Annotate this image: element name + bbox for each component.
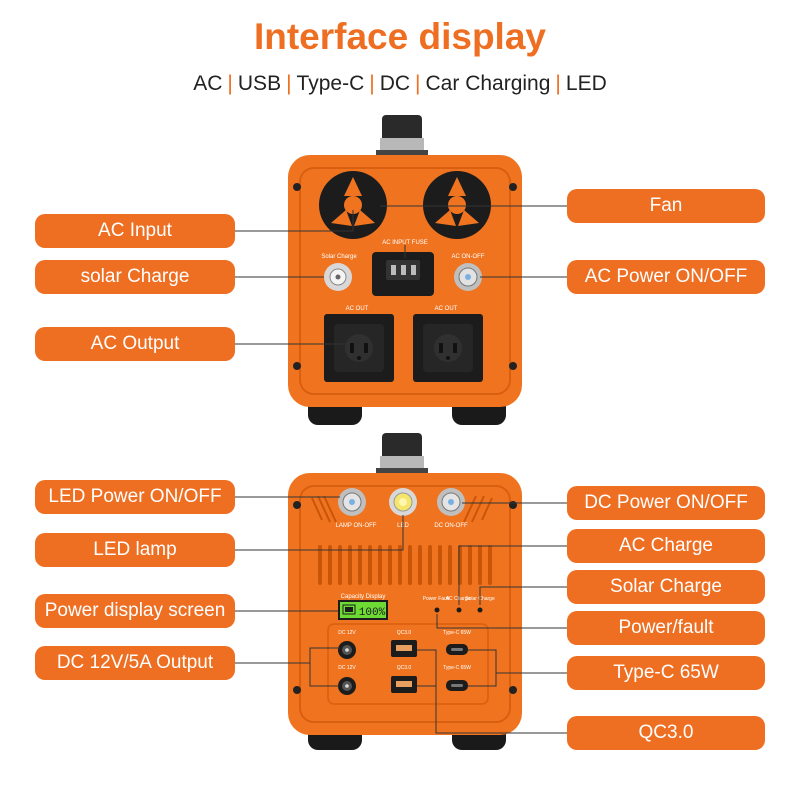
page-title: Interface display [253, 16, 546, 57]
panel-text-ac-out-left: AC OUT [346, 306, 369, 312]
vent-grille [318, 545, 492, 585]
lcd-value: 100% [359, 607, 386, 619]
bottom-leader-lines [235, 496, 567, 734]
label-typec: Type-C 65W [567, 656, 765, 690]
subtitle-separator: | [369, 72, 375, 95]
device-body [288, 473, 522, 735]
subtitle-item: DC [379, 72, 411, 95]
label-led-lamp: LED lamp [35, 533, 235, 567]
subtitle-item: AC [193, 72, 223, 95]
subtitle-separator: | [286, 72, 292, 95]
top-leader-lines [235, 205, 567, 345]
subtitle-item: Type-C [296, 72, 365, 95]
bottom-unit: LAMP ON-OFF LED DC ON-OFF Capacity Displ… [288, 433, 522, 750]
label-led-power: LED Power ON/OFF [35, 480, 235, 514]
label-solar-charge-bottom: Solar Charge [567, 570, 765, 604]
panel-text-dc-12v-2: DC 12V [338, 665, 356, 671]
indicator-ac-charge [456, 607, 462, 613]
subtitle-item: USB [237, 72, 282, 95]
label-qc30: QC3.0 [567, 716, 765, 750]
usb-qc-port-icon [391, 676, 417, 693]
panel-text-lamp: LAMP ON-OFF [336, 523, 377, 529]
panel-text-typec: Type-C 65W [443, 630, 471, 636]
type-c-port-icon [446, 644, 468, 655]
label-dc-output: DC 12V/5A Output [35, 646, 235, 680]
panel-text-solar: Solar Charge [321, 254, 357, 260]
usb-qc-port-icon [391, 640, 417, 657]
port-panel [327, 623, 489, 705]
type-c-port-icon [446, 680, 468, 691]
panel-text-dc-12v: DC 12V [338, 630, 356, 636]
label-ac-output: AC Output [35, 327, 235, 361]
led-lamp-icon [389, 488, 417, 516]
fan-right-icon [423, 171, 491, 239]
panel-text-power-fault: Power Fault [423, 596, 450, 602]
lcd-screen: 100% [338, 600, 388, 620]
panel-text-qc-2: QC3.0 [397, 665, 412, 671]
subtitle-separator: | [415, 72, 421, 95]
fan-left-icon [319, 171, 387, 239]
ac-outlet-right-icon [413, 314, 483, 382]
indicator-power-fault [434, 607, 440, 613]
label-power-fault: Power/fault [567, 611, 765, 645]
indicator-solar-charge [477, 607, 483, 613]
label-solar-charge-top: solar Charge [35, 260, 235, 294]
panel-text-ac-charge: AC Charge [446, 596, 471, 602]
solar-port-icon [324, 263, 352, 291]
subtitle-separator: | [555, 72, 561, 95]
page-subtitle: AC|USB|Type-C|DC|Car Charging|LED [0, 72, 800, 96]
dc-port-icon [338, 677, 356, 695]
panel-text-ac-input: AC INPUT FUSE [382, 240, 428, 246]
top-unit: Solar Charge AC INPUT FUSE AC ON-OFF AC … [288, 115, 522, 425]
label-fan: Fan [567, 189, 765, 223]
panel-text-typec-2: Type-C 65W [443, 665, 471, 671]
label-ac-power: AC Power ON/OFF [567, 260, 765, 294]
label-ac-input: AC Input [35, 214, 235, 248]
panel-text-qc: QC3.0 [397, 630, 412, 636]
dc-port-icon [338, 641, 356, 659]
label-dc-power: DC Power ON/OFF [567, 486, 765, 520]
label-ac-charge: AC Charge [567, 529, 765, 563]
subtitle-separator: | [227, 72, 233, 95]
dc-power-button-icon [437, 488, 465, 516]
panel-text-ac-onoff: AC ON-OFF [452, 254, 485, 260]
ac-outlet-left-icon [324, 314, 394, 382]
panel-text-dc-onoff: DC ON-OFF [434, 523, 468, 529]
ac-input-socket-icon [372, 252, 434, 296]
led-power-button-icon [338, 488, 366, 516]
label-power-display: Power display screen [35, 594, 235, 628]
subtitle-item: Car Charging [425, 72, 551, 95]
ac-power-switch-icon [454, 263, 482, 291]
subtitle-item: LED [565, 72, 607, 95]
panel-text-capacity: Capacity Display [341, 594, 386, 600]
panel-text-ac-out-right: AC OUT [435, 306, 458, 312]
